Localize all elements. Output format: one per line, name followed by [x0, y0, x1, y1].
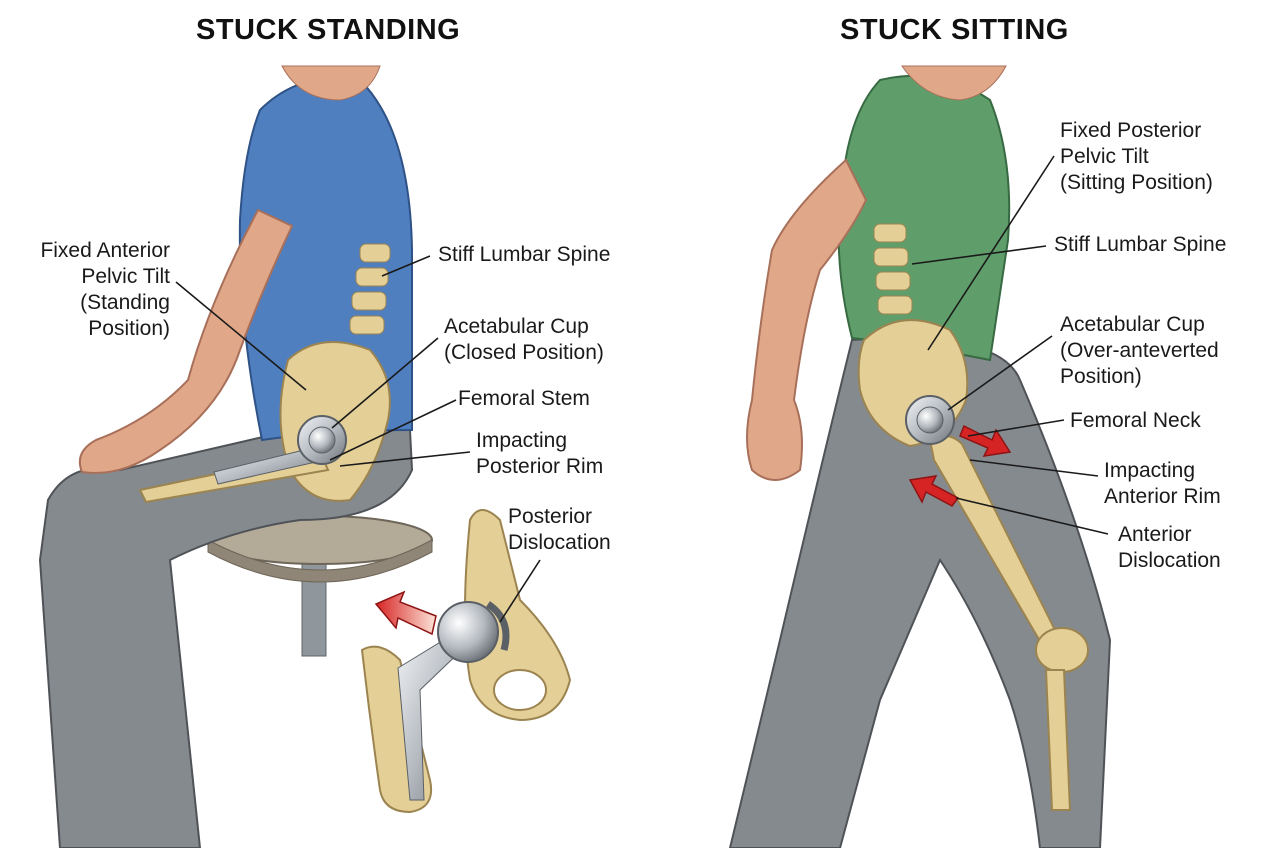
right-arm — [746, 158, 868, 481]
right-lumbar-spine — [873, 223, 913, 315]
anterior-arrow-upper — [959, 424, 1012, 457]
anterior-arrow-lower — [908, 475, 960, 507]
label-impacting-anterior-rim: Impacting Anterior Rim — [1104, 459, 1221, 508]
left-lumbar-spine — [349, 243, 391, 335]
label-fixed-anterior-pelvic-tilt: Fixed Anterior Pelvic Tilt (Standing Pos… — [40, 239, 170, 340]
posterior-arrow — [374, 590, 437, 636]
label-acetabular-cup-over-anteverted: Acetabular Cup (Over-anteverted Position… — [1060, 313, 1219, 388]
left-panel-title: STUCK STANDING — [196, 14, 461, 46]
left-arm — [78, 208, 294, 475]
right-figure — [728, 65, 1112, 848]
stool — [207, 515, 433, 657]
label-posterior-dislocation: Posterior Dislocation — [508, 505, 611, 554]
left-figure — [38, 65, 433, 848]
label-anterior-dislocation: Anterior Dislocation — [1118, 523, 1221, 572]
label-impacting-posterior-rim: Impacting Posterior Rim — [476, 429, 604, 478]
label-fixed-posterior-pelvic-tilt: Fixed Posterior Pelvic Tilt (Sitting Pos… — [1060, 119, 1213, 194]
posterior-dislocation-inset — [360, 509, 572, 814]
right-shirt — [837, 74, 1011, 362]
label-right-stiff-lumbar-spine: Stiff Lumbar Spine — [1054, 233, 1227, 256]
leader-lines — [175, 155, 1109, 623]
label-left-stiff-lumbar-spine: Stiff Lumbar Spine — [438, 243, 611, 266]
right-panel-title: STUCK SITTING — [840, 14, 1069, 46]
label-femoral-neck: Femoral Neck — [1070, 409, 1201, 432]
label-femoral-stem: Femoral Stem — [458, 387, 590, 410]
label-acetabular-cup-closed: Acetabular Cup (Closed Position) — [444, 315, 604, 364]
